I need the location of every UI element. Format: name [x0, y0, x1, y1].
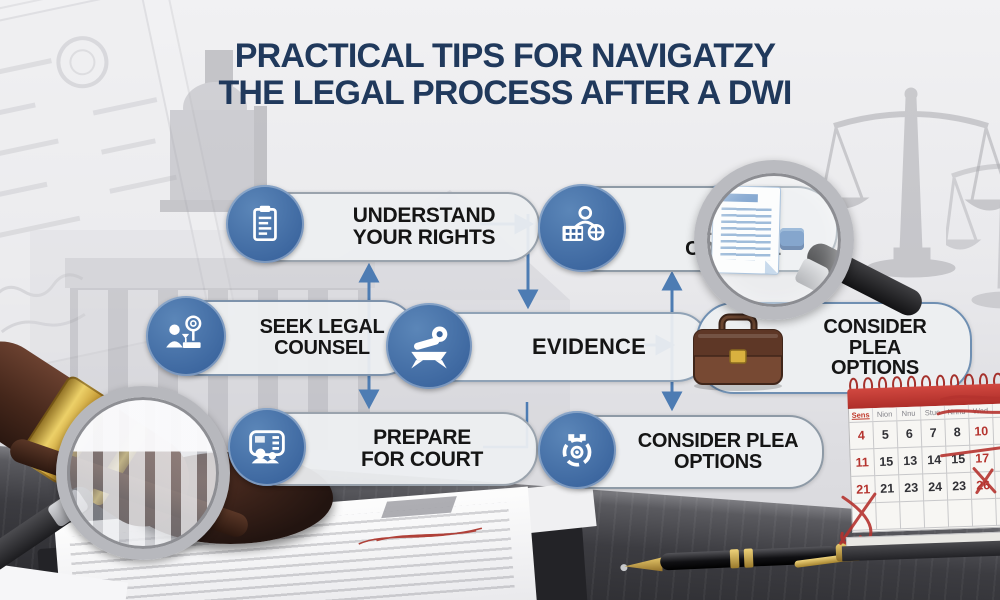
- calendar-day-header: N: [992, 403, 1000, 417]
- calendar-cell: 11: [850, 449, 876, 477]
- consultation-icon: [146, 296, 226, 376]
- pen-gold-ring: [729, 549, 740, 569]
- calendar-cell: 7: [921, 419, 947, 448]
- calendar-day-header: Wad: [968, 403, 994, 418]
- calendar-cell: 10: [969, 417, 995, 446]
- calendar-day-header: Sens: [848, 408, 874, 422]
- calendar-cell: 17: [970, 444, 996, 473]
- calendar-cell: 4: [849, 422, 875, 450]
- arrowhead-up: [661, 270, 683, 291]
- flow-box-label: EVIDENCE: [531, 333, 647, 359]
- gauge-icon: [538, 411, 616, 489]
- red-signature-mark: [358, 527, 483, 545]
- calendar-cell: 21: [851, 476, 877, 504]
- calendar-cell: 26: [971, 471, 997, 500]
- calendar-day-header: Nnnu: [944, 404, 970, 419]
- calendar-cell: 15: [874, 448, 900, 477]
- calendar-cell: 21: [875, 475, 901, 504]
- calendar-cell: [876, 502, 902, 531]
- scales-of-justice-icon-partial: [946, 163, 1000, 309]
- desk-calendar: Sens Nion Nnu Stuo Nnnu Wad N 4 5 6 7 8 …: [839, 372, 1000, 557]
- courtroom-screen-icon: [228, 408, 306, 486]
- calendar-cell: 6: [897, 420, 923, 449]
- pen-gold-tip: [624, 557, 663, 573]
- calendar-cell: 13: [898, 447, 924, 476]
- calendar-cell: [900, 501, 926, 530]
- calendar-cell: 23: [899, 474, 925, 503]
- magnifying-glass-icon: [56, 386, 230, 560]
- calendar-cell: 1: [993, 417, 1000, 445]
- pen-body-group: [597, 528, 884, 584]
- ballpoint-pen: [598, 534, 883, 578]
- pen-gold-ring-2: [743, 548, 754, 568]
- calendar-cell: 8: [945, 418, 971, 447]
- calendar-cell: 1: [994, 444, 1000, 472]
- calendar-cell: [996, 498, 1000, 526]
- calendar-day-header: Nnu: [896, 406, 922, 421]
- briefcase-icon: [693, 313, 783, 391]
- clipboard-icon: [226, 185, 304, 263]
- calendar-cell: [948, 499, 974, 528]
- legal-document: [54, 486, 537, 600]
- wrench-tools-icon: [386, 303, 472, 389]
- calendar-day-header: Stuo: [920, 405, 946, 420]
- scales-of-justice-icon: [816, 87, 1000, 278]
- calendar-cell: 23: [947, 472, 973, 501]
- calendar-grid: 4 5 6 7 8 10 1 11 15 13 14 15 17 1 21 21…: [849, 417, 1000, 531]
- page-title: PRACTICAL TIPS FOR NAVIGATZY THE LEGAL P…: [180, 37, 830, 113]
- calendar-cell: [852, 503, 878, 531]
- title-line-2: THE LEGAL PROCESS AFTER A DWI: [218, 74, 792, 113]
- counsel-building-icon: [538, 184, 626, 272]
- pen-tip-ball: [620, 563, 628, 572]
- calendar-cell: 5: [873, 421, 899, 450]
- calendar-cell: [924, 500, 950, 529]
- calendar-day-header: Nion: [872, 407, 898, 422]
- calendar-body: Sens Nion Nnu Stuo Nnnu Wad N 4 5 6 7 8 …: [847, 403, 1000, 533]
- calendar-cell: [972, 498, 998, 527]
- magnifying-glass-icon-right: [694, 160, 854, 320]
- arrowhead-down: [661, 391, 683, 412]
- calendar-cell: 2: [995, 471, 1000, 499]
- calendar-cell: 15: [946, 445, 972, 474]
- title-line-1: PRACTICAL TIPS FOR NAVIGATZY: [234, 37, 776, 75]
- calendar-cell: 14: [922, 446, 948, 475]
- calendar-cell: 24: [923, 473, 949, 502]
